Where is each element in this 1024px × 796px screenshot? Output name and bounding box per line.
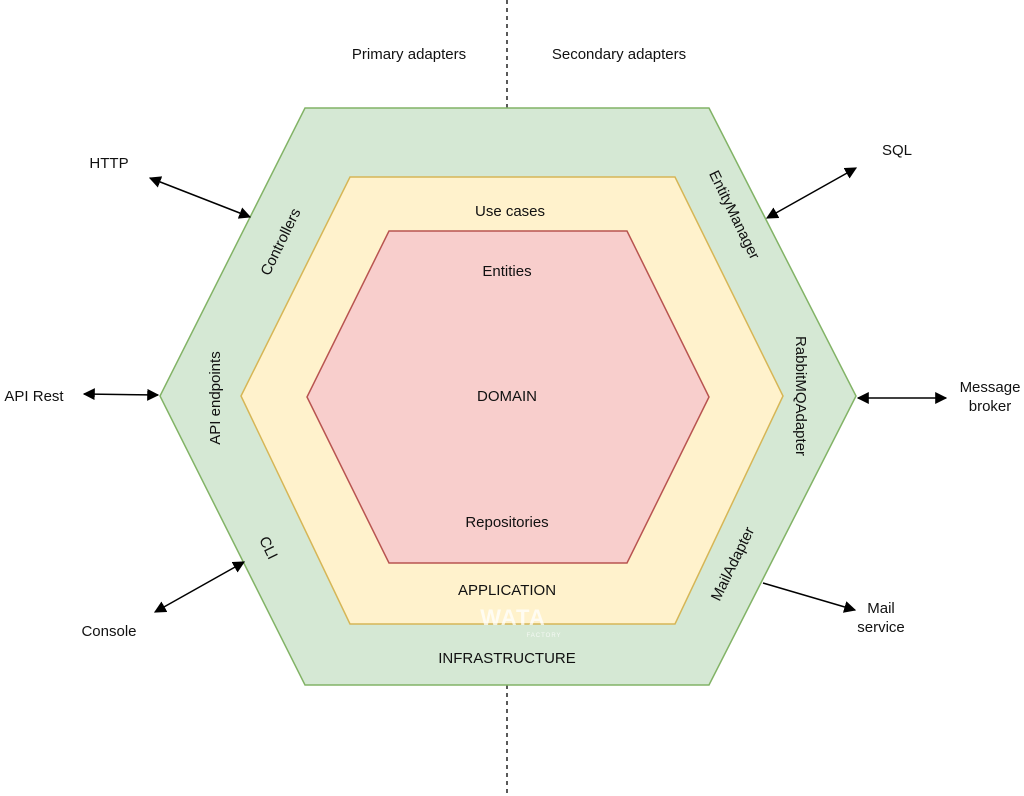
console-arrow <box>153 561 246 613</box>
application-layer-label: APPLICATION <box>458 582 556 599</box>
sql-arrow <box>765 167 858 219</box>
secondary-adapters-header: Secondary adapters <box>552 46 686 63</box>
api-rest-arrow <box>82 388 160 401</box>
watermark-sub: FACTORY <box>526 633 561 639</box>
entities-label: Entities <box>482 263 531 280</box>
domain-hexagon <box>306 230 710 564</box>
watermark-brand: WATA <box>480 605 546 630</box>
message-broker-label-line1: Message <box>960 379 1021 396</box>
repositories-label: Repositories <box>465 514 548 531</box>
sql-label: SQL <box>882 142 912 159</box>
http-arrow <box>148 176 252 219</box>
rabbitmq-adapter-label: RabbitMQAdapter <box>792 336 809 456</box>
http-label: HTTP <box>89 155 128 172</box>
api-rest-label: API Rest <box>4 388 64 405</box>
console-label: Console <box>81 623 136 640</box>
mail-service-label-line2: service <box>857 619 905 636</box>
mail-service-arrow <box>762 582 857 613</box>
primary-adapters-header: Primary adapters <box>352 46 466 63</box>
message-broker-label-line2: broker <box>969 398 1012 415</box>
mail-service-label-line1: Mail <box>867 600 895 617</box>
api-endpoints-label: API endpoints <box>207 351 224 444</box>
use-cases-label: Use cases <box>475 203 545 220</box>
infrastructure-layer-label: INFRASTRUCTURE <box>438 650 576 667</box>
domain-layer-label: DOMAIN <box>477 388 537 405</box>
